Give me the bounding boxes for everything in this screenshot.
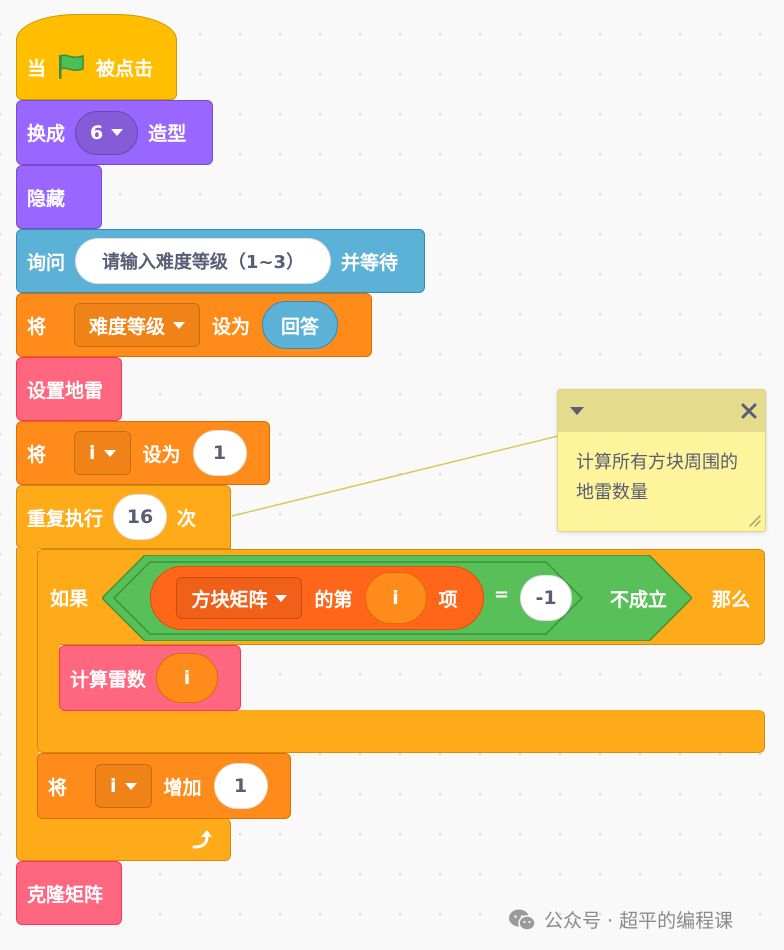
repeat-block[interactable]: 重复执行 16 次 <box>16 485 231 549</box>
set-label: 将 <box>27 315 47 338</box>
comment-text[interactable]: 计算所有方块周围的地雷数量 <box>576 452 738 503</box>
chevron-down-icon <box>275 594 288 602</box>
set-mines-block[interactable]: 设置地雷 <box>16 357 122 421</box>
count-mines-label: 计算雷数 <box>70 668 147 691</box>
item-suffix-label: 项 <box>438 588 458 611</box>
ask-suffix: 并等待 <box>341 251 399 274</box>
loop-arrow-icon <box>190 828 214 850</box>
watermark-text: 公众号 · 超平的编程课 <box>544 910 734 932</box>
if-then-block[interactable]: 如果 方块矩阵 的第 i 项 = -1 不成立 那么 <box>37 549 765 645</box>
hide-block[interactable]: 隐藏 <box>16 165 102 229</box>
count-mines-block[interactable]: 计算雷数 i <box>59 645 241 711</box>
close-icon[interactable] <box>741 403 757 419</box>
chevron-down-icon <box>111 129 124 136</box>
difficulty-variable-dropdown[interactable]: 难度等级 <box>74 303 201 347</box>
costume-suffix: 造型 <box>148 123 187 145</box>
equals-sign: = <box>494 584 510 605</box>
repeat-count-input[interactable]: 16 <box>113 494 168 540</box>
difficulty-variable-name: 难度等级 <box>89 315 166 338</box>
change-variable-name: i <box>110 775 117 797</box>
green-flag-icon <box>56 53 86 81</box>
set-to-label: 设为 <box>212 315 251 338</box>
chevron-down-icon <box>103 449 116 457</box>
question-input[interactable]: 请输入难度等级（1~3） <box>75 238 332 284</box>
switch-costume-label: 换成 <box>27 123 66 145</box>
index-i-reporter[interactable]: i <box>364 572 427 624</box>
change-i-label: 将 <box>48 776 68 799</box>
if-block-arm <box>37 644 60 712</box>
hide-label: 隐藏 <box>27 187 66 210</box>
set-i-block[interactable]: 将 i 设为 1 <box>16 421 270 485</box>
list-dropdown[interactable]: 方块矩阵 <box>176 577 303 619</box>
set-i-to-label: 设为 <box>142 443 181 466</box>
answer-reporter[interactable]: 回答 <box>262 301 339 349</box>
costume-dropdown[interactable]: 6 <box>75 110 139 155</box>
set-i-label: 将 <box>27 443 47 466</box>
clone-matrix-label: 克隆矩阵 <box>27 883 104 906</box>
if-label: 如果 <box>50 587 89 610</box>
if-block-bottom <box>37 710 765 753</box>
i-variable-name: i <box>89 442 96 464</box>
set-mines-label: 设置地雷 <box>27 379 104 402</box>
when-label: 当 <box>27 58 47 80</box>
then-label: 那么 <box>712 589 751 611</box>
item-of-label: 的第 <box>314 588 353 611</box>
set-difficulty-block[interactable]: 将 难度等级 设为 回答 <box>16 293 372 357</box>
set-i-value-input[interactable]: 1 <box>192 430 247 476</box>
change-value-input[interactable]: 1 <box>213 763 268 809</box>
wechat-icon <box>508 908 536 932</box>
not-label: 不成立 <box>610 589 668 611</box>
repeat-block-bottom <box>16 818 231 861</box>
clone-matrix-block[interactable]: 克隆矩阵 <box>16 861 122 925</box>
compare-value-input[interactable]: -1 <box>520 575 572 621</box>
change-by-label: 增加 <box>163 776 202 799</box>
when-flag-clicked-block[interactable]: 当 被点击 <box>16 14 177 100</box>
ask-label: 询问 <box>27 251 66 274</box>
switch-costume-block[interactable]: 换成 6 造型 <box>16 100 213 165</box>
resize-handle-icon[interactable] <box>747 513 761 527</box>
repeat-suffix: 次 <box>177 507 197 530</box>
list-name: 方块矩阵 <box>191 588 268 611</box>
i-variable-dropdown[interactable]: i <box>74 431 131 475</box>
comment-header[interactable] <box>558 390 765 432</box>
change-variable-dropdown[interactable]: i <box>95 764 152 808</box>
chevron-down-icon <box>124 782 137 790</box>
comment-note[interactable]: 计算所有方块周围的地雷数量 <box>557 389 766 532</box>
watermark: 公众号 · 超平的编程课 <box>508 906 733 933</box>
costume-value: 6 <box>90 121 104 144</box>
change-i-block[interactable]: 将 i 增加 1 <box>37 753 291 819</box>
ask-and-wait-block[interactable]: 询问 请输入难度等级（1~3） 并等待 <box>16 229 425 293</box>
collapse-caret-icon[interactable] <box>570 407 584 415</box>
count-mines-arg-reporter[interactable]: i <box>156 653 219 703</box>
chevron-down-icon <box>173 321 186 329</box>
repeat-label: 重复执行 <box>27 507 104 530</box>
clicked-label: 被点击 <box>96 58 154 80</box>
repeat-block-arm <box>16 548 39 820</box>
item-of-list-reporter[interactable]: 方块矩阵 的第 i 项 <box>150 566 484 630</box>
